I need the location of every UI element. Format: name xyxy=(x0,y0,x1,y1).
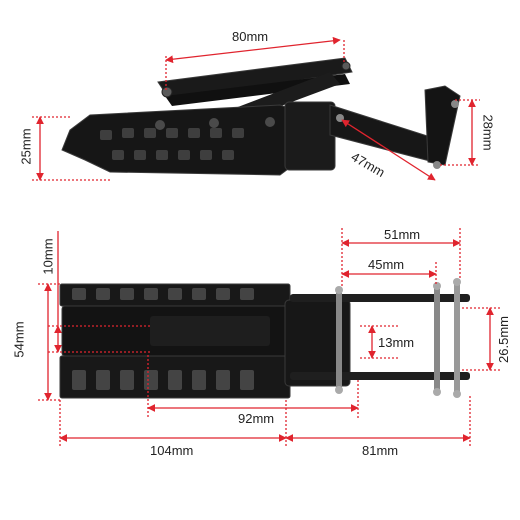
label-104mm: 104mm xyxy=(150,443,194,458)
top-view-part xyxy=(61,57,461,176)
bottom-dimension-lines xyxy=(38,228,500,448)
label-51mm: 51mm xyxy=(384,227,421,242)
top-dimension-lines xyxy=(32,36,480,181)
label-25mm: 25mm xyxy=(18,128,34,165)
dim-80mm-line xyxy=(165,36,341,64)
label-80mm: 80mm xyxy=(232,29,269,44)
label-26-5mm: 26.5mm xyxy=(495,316,511,363)
bottom-view-part xyxy=(59,278,470,399)
label-92mm: 92mm xyxy=(238,411,275,426)
pivot-bolt xyxy=(161,86,173,98)
dim-47mm-line xyxy=(341,119,436,181)
label-54mm: 54mm xyxy=(11,321,27,358)
label-10mm: 10mm xyxy=(40,238,56,275)
label-45mm: 45mm xyxy=(368,257,405,272)
label-81mm: 81mm xyxy=(362,443,399,458)
label-28mm: 28mm xyxy=(480,114,496,151)
label-13mm: 13mm xyxy=(378,335,415,350)
